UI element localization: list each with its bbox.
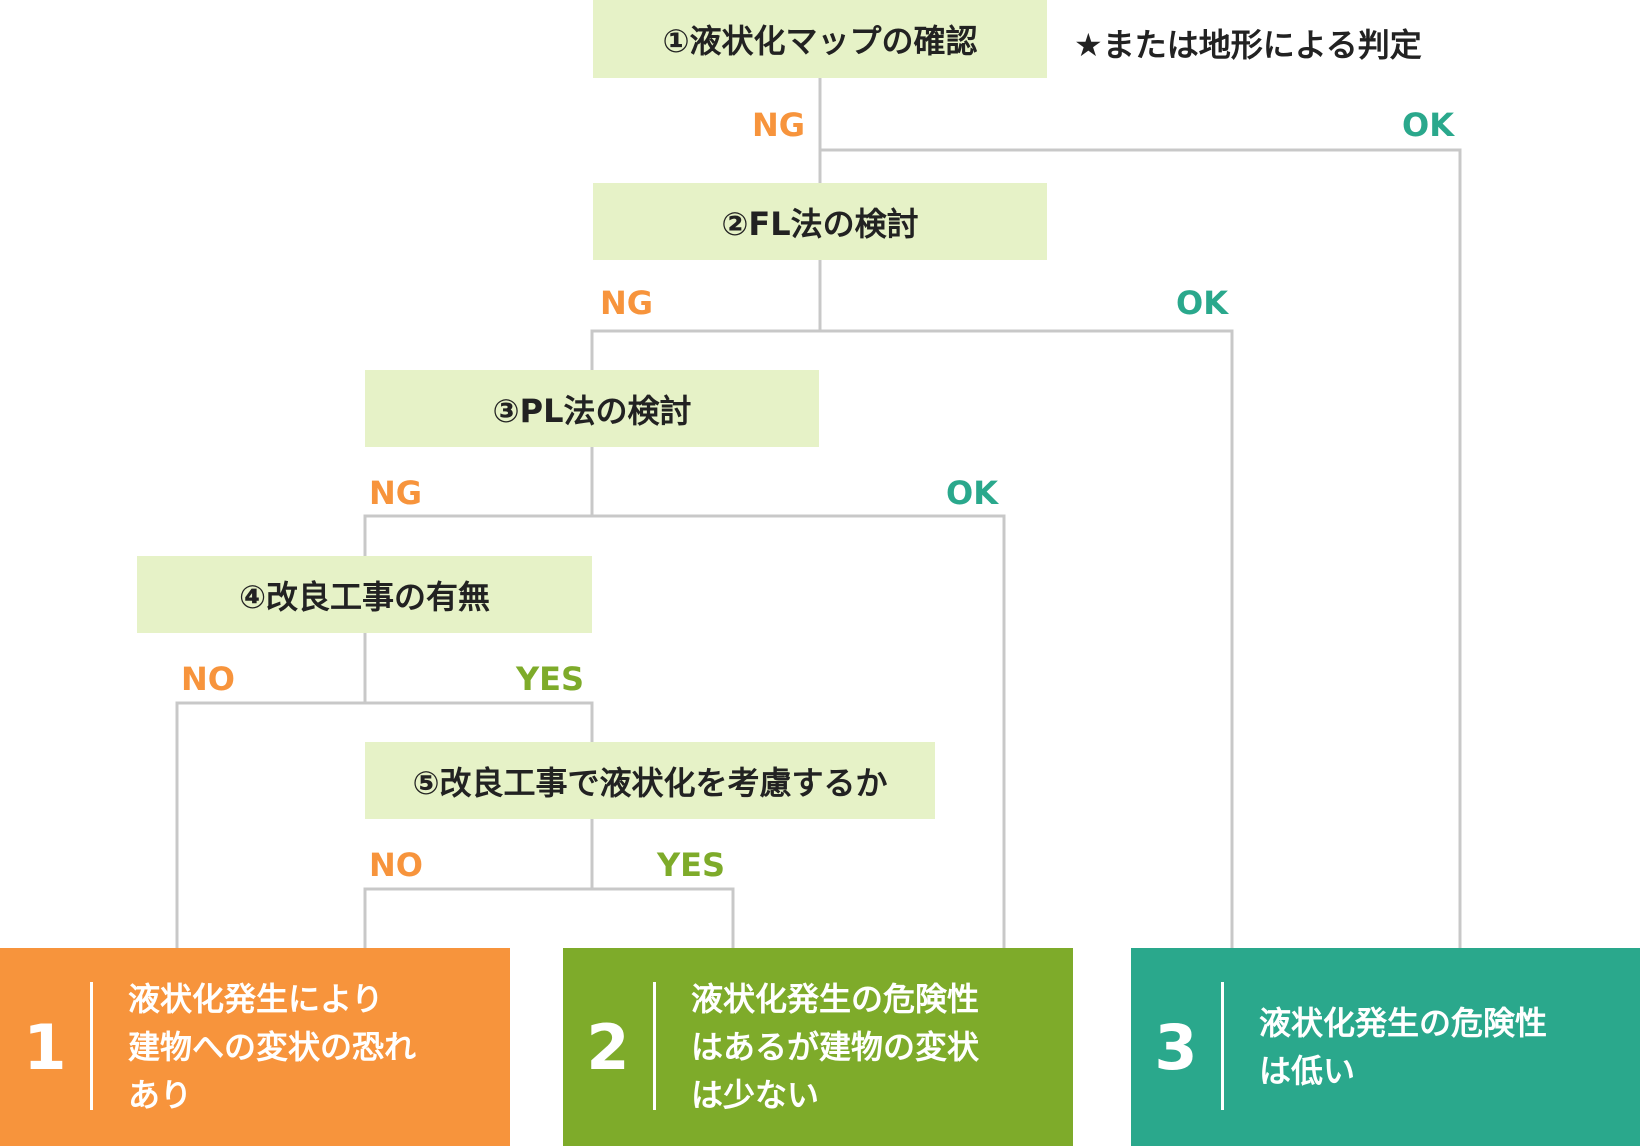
connector-step3-ok-to-result2: [592, 514, 1006, 948]
result-2-minor-deformation: 2 液状化発生の危険性 はあるが建物の変状 は少ない: [563, 948, 1073, 1146]
step-5-improvement-considers-liquefaction: ⑤改良工事で液状化を考慮するか: [365, 742, 935, 819]
result-3-number: 3: [1154, 1010, 1198, 1084]
terrain-judgement-note: ★または地形による判定: [1074, 26, 1422, 64]
result-3-low-risk: 3 液状化発生の危険性 は低い: [1131, 948, 1640, 1146]
step2-ng-label: NG: [600, 284, 654, 322]
step-1-liquefaction-map-check: ①液状化マップの確認: [593, 0, 1047, 78]
step4-yes-label: YES: [516, 660, 585, 698]
step-2-fl-method: ②FL法の検討: [593, 183, 1047, 260]
result-1-divider: [90, 982, 93, 1110]
result-1-text: 液状化発生により 建物への変状の恐れ あり: [128, 980, 417, 1114]
result-1-deformation-risk: 1 液状化発生により 建物への変状の恐れ あり: [0, 948, 510, 1146]
step3-ng-label: NG: [369, 474, 423, 512]
connector-step4-no-to-result1: [175, 701, 365, 948]
step-4-improvement-work: ④改良工事の有無: [137, 556, 592, 633]
connector-step2-to-step3: [590, 260, 822, 370]
step5-yes-label: YES: [657, 846, 726, 884]
step4-no-label: NO: [181, 660, 235, 698]
result-3-divider: [1221, 982, 1224, 1110]
connector-step1-ok-to-result3: [820, 148, 1462, 948]
result-2-text: 液状化発生の危険性 はあるが建物の変状 は少ない: [691, 980, 980, 1114]
step-3-pl-method: ③PL法の検討: [365, 370, 819, 447]
connector-step5-no-to-result1: [363, 887, 592, 948]
step3-ok-label: OK: [946, 474, 998, 512]
connector-step3-to-step4: [363, 447, 594, 556]
result-2-divider: [653, 982, 656, 1110]
result-3-text: 液状化発生の危険性 は低い: [1259, 1004, 1548, 1090]
connector-step2-ok-to-result3: [820, 329, 1234, 948]
connector-step5-yes-to-result2: [592, 887, 735, 948]
result-1-number: 1: [23, 1010, 67, 1084]
step1-ng-label: NG: [752, 106, 806, 144]
result-2-number: 2: [586, 1010, 630, 1084]
step2-ok-label: OK: [1176, 284, 1228, 322]
step5-no-label: NO: [369, 846, 423, 884]
connector-step4-yes-to-step5: [365, 701, 594, 742]
step1-ok-label: OK: [1402, 106, 1454, 144]
